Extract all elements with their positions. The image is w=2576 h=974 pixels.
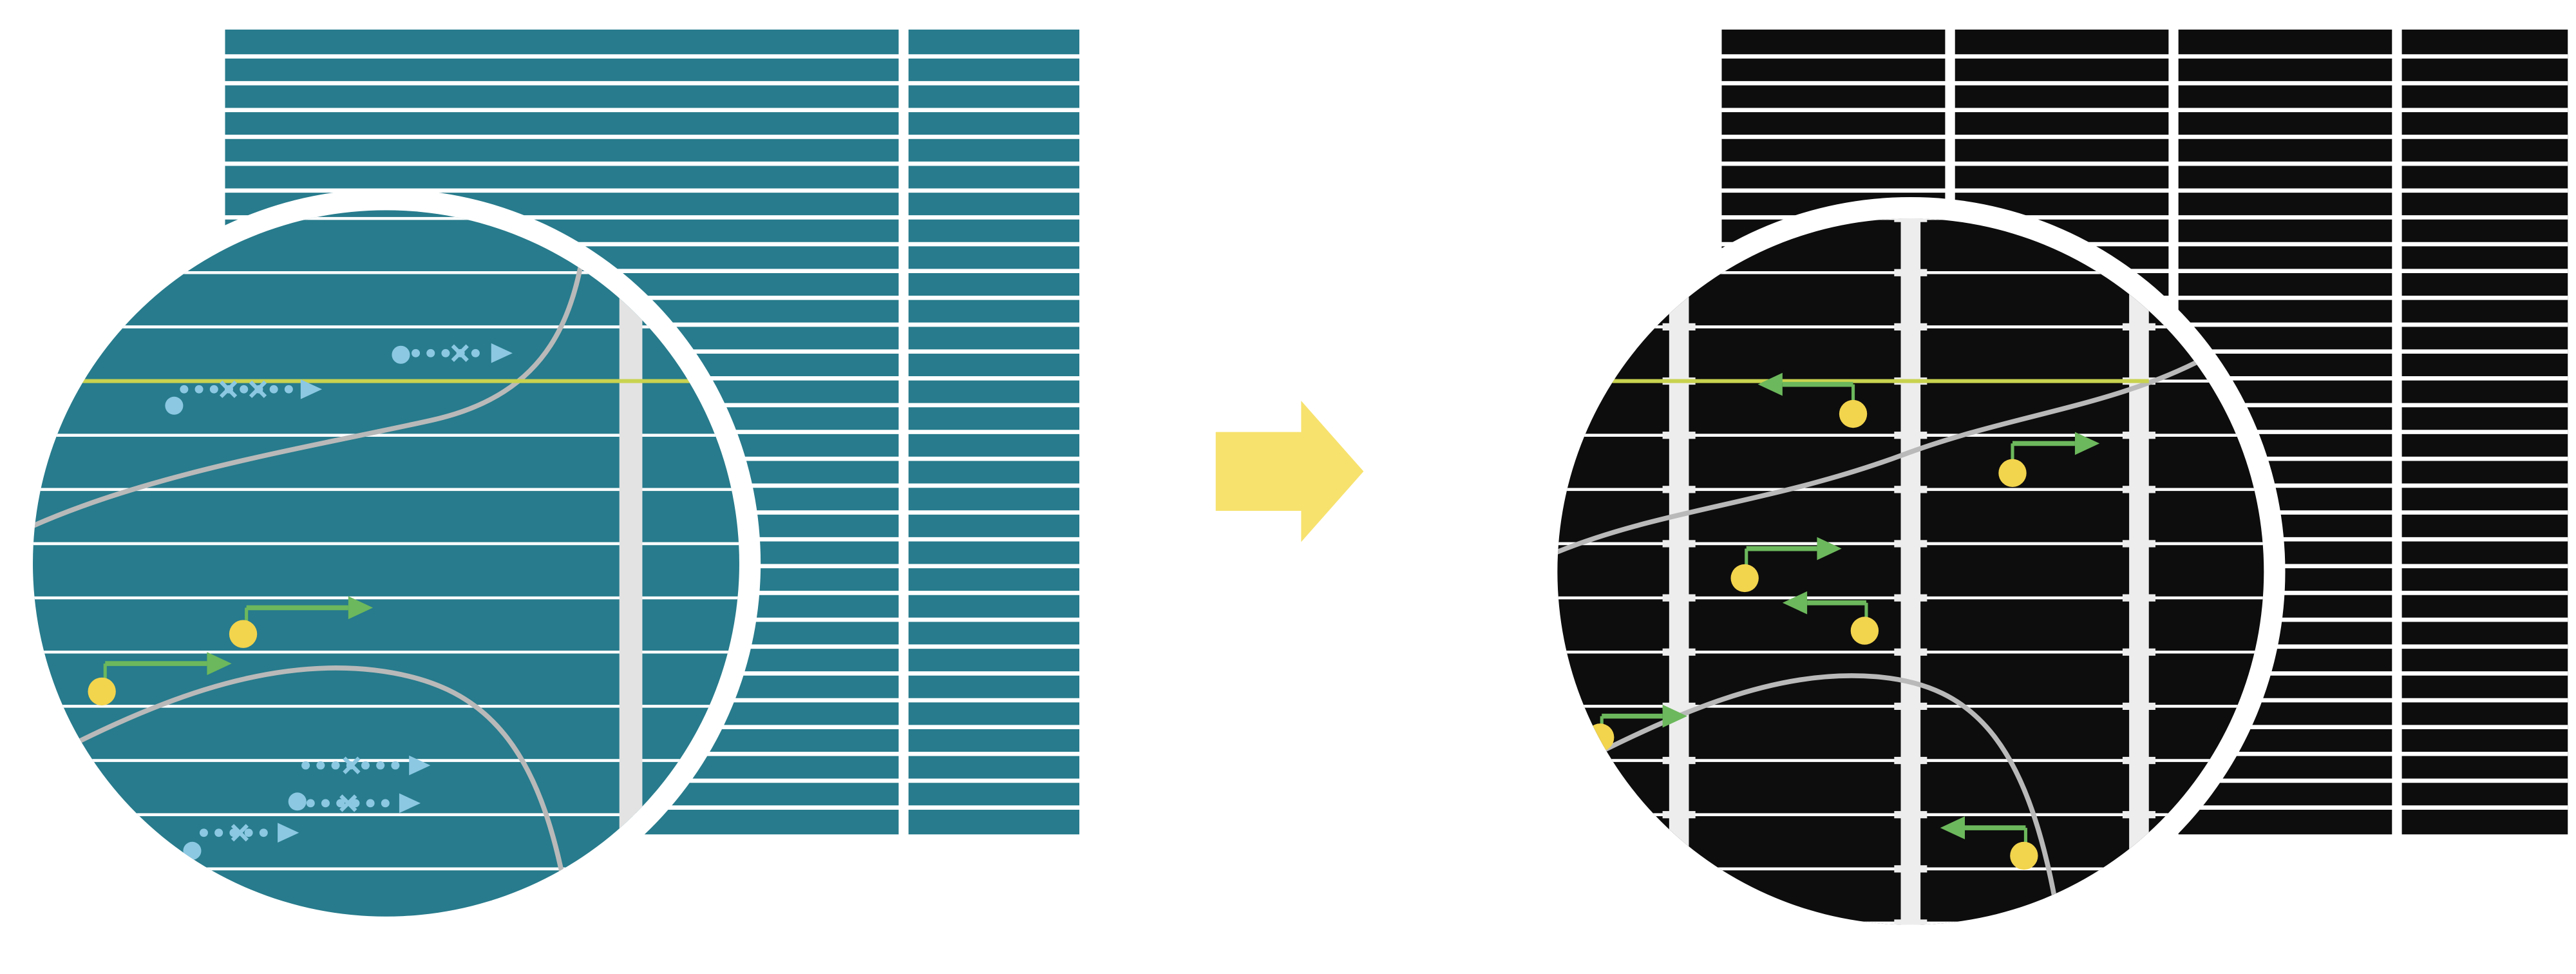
busbar-nub <box>1894 648 1927 656</box>
busbar-nub <box>1662 486 1696 493</box>
busbar-nub <box>1662 432 1696 439</box>
busbar-nub <box>1894 269 1927 276</box>
carrier-dot <box>165 396 184 415</box>
x-mark <box>249 380 267 398</box>
collected-carrier <box>88 652 232 706</box>
arrowhead <box>399 793 421 814</box>
busbar-nub <box>1894 702 1927 711</box>
busbar-nub <box>2122 811 2155 819</box>
blocked-carrier <box>183 823 299 860</box>
left-before-cell <box>11 29 1080 938</box>
busbar-nub <box>1894 486 1927 493</box>
left-lens-face <box>33 210 739 917</box>
arrowhead <box>300 379 322 399</box>
busbar-nub <box>1662 648 1696 656</box>
busbar-nub <box>2122 323 2155 331</box>
busbar-nub <box>2122 540 2155 548</box>
busbar-nub <box>2122 486 2155 493</box>
busbar-nub <box>1894 919 1927 925</box>
carrier-dot <box>288 792 307 811</box>
carrier-ball <box>2010 841 2038 870</box>
blocked-carrier <box>392 343 513 364</box>
carrier-ball <box>1850 616 1879 645</box>
busbar-nub <box>2122 919 2155 925</box>
collected-carrier <box>1782 591 1879 645</box>
transform-arrow <box>1215 401 1364 542</box>
carrier-ball <box>88 677 116 706</box>
grain-boundary <box>1557 356 2208 555</box>
arrowhead <box>2074 432 2100 455</box>
busbar-nub <box>2122 756 2155 765</box>
busbar <box>619 210 643 917</box>
busbar-nub <box>1662 702 1696 711</box>
x-mark <box>339 794 357 812</box>
busbar <box>2129 218 2149 925</box>
busbar-nub <box>1894 756 1927 765</box>
collected-carrier <box>1757 372 1868 428</box>
collected-carrier <box>1998 432 2100 487</box>
carrier-ball <box>1730 564 1759 593</box>
busbar-nub <box>1662 756 1696 765</box>
busbar-nub <box>1894 323 1927 331</box>
busbar-nub <box>1662 218 1696 222</box>
x-mark <box>451 344 469 362</box>
arrowhead <box>1662 704 1687 728</box>
arrowhead <box>1817 537 1842 560</box>
carrier-ball <box>229 620 258 648</box>
grain-boundary <box>33 665 574 917</box>
arrowhead <box>409 755 431 776</box>
busbar-nub <box>2122 702 2155 711</box>
blocked-carrier <box>288 792 421 814</box>
right-lens-content <box>1557 218 2264 925</box>
carrier-ball <box>1998 459 2027 487</box>
x-mark <box>219 380 238 398</box>
busbar-nub <box>1894 594 1927 602</box>
carrier-dot <box>392 345 410 364</box>
busbar-nub <box>1662 811 1696 819</box>
right-after-cell <box>1536 29 2568 946</box>
arrowhead <box>278 823 299 843</box>
busbar-nub <box>1894 218 1927 222</box>
busbar-nub <box>1662 323 1696 331</box>
busbar-nub <box>2122 648 2155 656</box>
busbar-nub <box>1894 811 1927 819</box>
collected-carrier <box>229 596 374 648</box>
busbar-nub <box>1662 919 1696 925</box>
arrowhead <box>1940 816 1965 839</box>
busbar-nub <box>1662 540 1696 548</box>
busbar-nub <box>1894 432 1927 439</box>
carrier-dot <box>183 841 202 860</box>
collected-carrier <box>1730 537 1842 593</box>
blocked-carrier <box>165 379 322 415</box>
x-mark <box>231 824 249 842</box>
busbar <box>1669 218 1689 925</box>
busbar <box>1900 218 1921 925</box>
arrowhead <box>1782 591 1808 615</box>
arrowhead <box>1757 372 1783 396</box>
carrier-ball <box>1839 399 1868 428</box>
arrowhead <box>207 652 232 675</box>
busbar-nub <box>1894 865 1927 873</box>
busbar-nub <box>2122 594 2155 602</box>
blocked-carrier <box>301 755 431 776</box>
arrowhead <box>348 596 374 620</box>
grain-boundary <box>33 211 591 531</box>
arrowhead <box>491 343 513 363</box>
x-mark <box>343 756 361 774</box>
busbar-nub <box>1662 594 1696 602</box>
busbar-nub <box>1894 540 1927 548</box>
collected-carrier <box>1940 816 2038 870</box>
busbar-nub <box>2122 432 2155 439</box>
